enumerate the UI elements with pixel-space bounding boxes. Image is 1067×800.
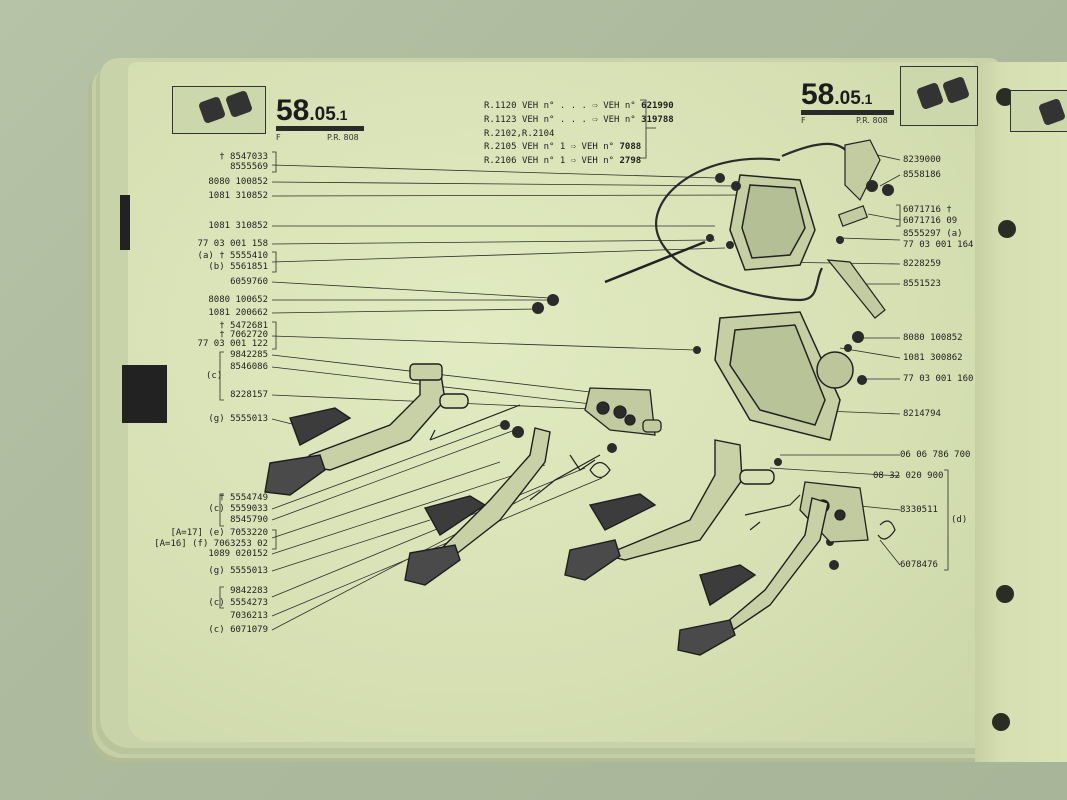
part-number-label: 8239000 bbox=[903, 155, 941, 165]
veh-note-row: R.2105 VEH n° 1 ⇨ VEH n° 7088 bbox=[484, 142, 642, 152]
binder-hole bbox=[996, 585, 1014, 603]
part-number-label: 8546086 bbox=[230, 362, 268, 372]
part-number-label: 8551523 bbox=[903, 279, 941, 289]
part-number-label: [A=17] (e) 7053220 bbox=[170, 528, 268, 538]
part-number-label: 8558186 bbox=[903, 170, 941, 180]
veh-note-row: R.2102,R.2104 bbox=[484, 129, 555, 139]
footnote-marker: (d) bbox=[951, 515, 968, 525]
part-number-label: 8080 100852 bbox=[903, 333, 963, 343]
part-number-label: [A=16] (f) 7063253 02 bbox=[154, 539, 268, 549]
index-tab-black bbox=[122, 365, 167, 423]
next-page-edge bbox=[975, 62, 1067, 762]
part-number-label: 8555297 (a) bbox=[903, 229, 963, 239]
part-number-label: † 8547033 bbox=[219, 152, 268, 162]
part-number-label: † 5554749 bbox=[219, 493, 268, 503]
section-rule-right bbox=[801, 110, 894, 115]
part-number-label: 08 32 020 900 bbox=[873, 471, 944, 481]
part-number-label: 6059760 bbox=[230, 277, 268, 287]
part-number-label: 6071716 09 bbox=[903, 216, 958, 226]
part-number-label: 8228157 bbox=[230, 390, 268, 400]
section-rule-left bbox=[276, 126, 364, 131]
part-number-label: (g) 5555013 bbox=[208, 414, 268, 424]
footnote-marker: (c) bbox=[206, 371, 223, 381]
part-number-label: 8545790 bbox=[230, 515, 268, 525]
part-number-label: 8555569 bbox=[230, 162, 268, 172]
section-icon-box bbox=[172, 86, 266, 134]
part-number-label: (b) 5561851 bbox=[208, 262, 268, 272]
part-number-label: 77 03 001 164 bbox=[903, 240, 974, 250]
part-number-label: 1081 200662 bbox=[208, 308, 268, 318]
next-page-icon-box bbox=[1010, 90, 1067, 132]
part-number-label: 1081 310852 bbox=[208, 221, 268, 231]
part-number-label: 6078476 bbox=[900, 560, 938, 570]
veh-note-row: R.1120 VEH n° . . . ⇨ VEH n° 621990 bbox=[484, 101, 674, 111]
part-number-label: 9842285 bbox=[230, 350, 268, 360]
pr-code-left: P.R. 808 bbox=[327, 133, 359, 142]
binder-hole bbox=[998, 220, 1016, 238]
section-number-left: 58.05.1 bbox=[276, 94, 348, 127]
section-number-right: 58.05.1 bbox=[801, 78, 873, 111]
part-number-label: 77 03 001 160 bbox=[903, 374, 974, 384]
veh-note-row: R.1123 VEH n° . . . ⇨ VEH n° 319788 bbox=[484, 115, 674, 125]
f-mark-right: F bbox=[801, 116, 806, 125]
part-number-label: 77 03 001 122 bbox=[197, 339, 268, 349]
part-number-label: 06 06 786 700 bbox=[900, 450, 971, 460]
section-icon-box-right bbox=[900, 66, 978, 126]
binder-hole bbox=[996, 88, 1014, 106]
part-number-label: 8080 100652 bbox=[208, 295, 268, 305]
part-number-label: 9842283 bbox=[230, 586, 268, 596]
part-number-label: 8228259 bbox=[903, 259, 941, 269]
part-number-label: 8080 100852 bbox=[208, 177, 268, 187]
part-number-label: 1081 310852 bbox=[208, 191, 268, 201]
part-number-label: 7036213 bbox=[230, 611, 268, 621]
part-number-label: (g) 5555013 bbox=[208, 566, 268, 576]
part-number-label: 1081 300862 bbox=[903, 353, 963, 363]
part-number-label: 8214794 bbox=[903, 409, 941, 419]
index-tab bbox=[120, 195, 130, 250]
part-number-label: 8330511 bbox=[900, 505, 938, 515]
part-number-label: 77 03 001 158 bbox=[197, 239, 268, 249]
pr-code-right: P.R. 808 bbox=[856, 116, 888, 125]
f-mark-left: F bbox=[276, 133, 281, 142]
part-number-label: 6071716 † bbox=[903, 205, 952, 215]
part-number-label: (c) 5559033 bbox=[208, 504, 268, 514]
part-number-label: (c) 6071079 bbox=[208, 625, 268, 635]
binder-hole bbox=[992, 713, 1010, 731]
part-number-label: 1089 020152 bbox=[208, 549, 268, 559]
part-number-label: (a) † 5555410 bbox=[197, 251, 268, 261]
part-number-label: † 7062720 bbox=[219, 330, 268, 340]
part-number-label: (c) 5554273 bbox=[208, 598, 268, 608]
part-number-label: † 5472681 bbox=[219, 321, 268, 331]
veh-note-row: R.2106 VEH n° 1 ⇨ VEH n° 2798 bbox=[484, 156, 642, 166]
